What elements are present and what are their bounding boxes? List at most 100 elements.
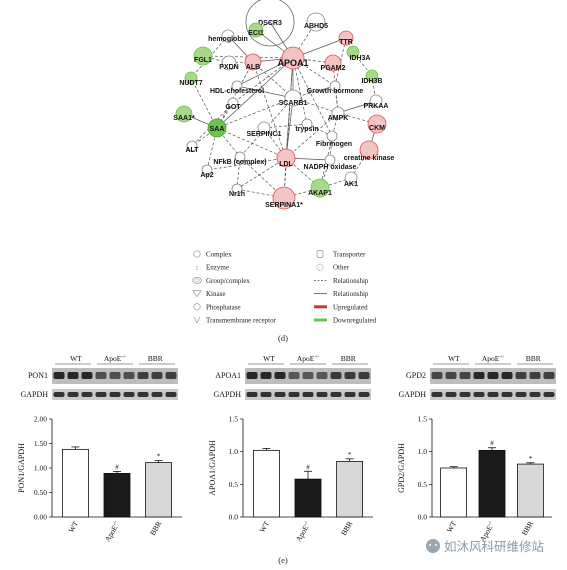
significance-mark: * (529, 455, 533, 463)
legend-left-label: Group/complex (206, 277, 250, 285)
node-label: PGAM2 (321, 65, 346, 72)
node-ttr: TTR (338, 30, 354, 46)
blot-protein-label: APOA1 (215, 371, 241, 380)
node-shape (231, 183, 243, 195)
node-label: TTR (339, 39, 353, 46)
network-edge (285, 97, 294, 159)
node-label: AK1 (344, 181, 358, 188)
complex-node-shape (245, 0, 295, 47)
network-edge (292, 57, 333, 137)
blot-protein-label: PON1 (28, 371, 48, 380)
node-pgam2: PGAM2 (321, 54, 346, 72)
node-serpinc1: SERPINC1 (246, 121, 282, 138)
bar-apoe (478, 449, 506, 518)
node-label: HDL-cholesterol (210, 88, 264, 95)
legend-right-label: Relationship (333, 290, 369, 298)
network-edge (263, 123, 308, 129)
node-label: FGL1 (194, 57, 212, 64)
network-edge (319, 112, 339, 189)
blot-loading-label: GAPDH (20, 390, 48, 399)
network-edge (285, 112, 339, 159)
node-shape (193, 46, 213, 66)
network-edge (337, 112, 378, 125)
panel-label-e: (e) (278, 555, 288, 565)
node-nadph-oxidase: NADPH oxidase (304, 154, 357, 171)
phosphatase-icon (193, 303, 201, 311)
node-dscr3: DSCR3 (245, 0, 295, 47)
node-label: LDL (279, 161, 293, 168)
node-serpina1: SERPINA1* (265, 186, 303, 210)
node-shape (186, 140, 198, 152)
network-edge (216, 61, 254, 129)
x-tick-label: WT (258, 519, 272, 534)
blot-protein-label: GPD2 (406, 371, 426, 380)
node-hemoglobin: hemoglobin (208, 29, 248, 43)
node-nudt7: NUDT7 (179, 71, 203, 87)
node-ak1: AK1 (344, 171, 358, 188)
group-label: ApoE-/- (104, 354, 127, 363)
node-shape (234, 151, 246, 163)
node-label: creatine kinase (344, 155, 395, 162)
other-icon (316, 263, 324, 271)
network-edge (252, 61, 287, 159)
x-tick-label: BBR (339, 520, 354, 538)
node-fgl1: FGL1 (193, 46, 213, 66)
network-edge (216, 57, 294, 129)
bar-chart-pon1-gapdh: 0.000.501.001.502.00PON1/GAPDHWT#ApoE-/-… (17, 415, 182, 543)
y-tick-label: 0.00 (34, 513, 47, 522)
legend-right-label: Downregulated (333, 317, 377, 325)
node-label: ALT (185, 147, 199, 154)
y-tick-label: 0.5 (418, 480, 428, 489)
significance-mark: # (306, 463, 310, 471)
group-label: WT (70, 354, 82, 363)
node-scarb1: SCARB1 (279, 89, 308, 107)
network-edge (239, 97, 294, 158)
legend-left-label: Enzyme (206, 264, 229, 272)
panel-label-d: (d) (278, 333, 288, 343)
x-tick-label: WT (445, 519, 459, 534)
network-edge (190, 77, 218, 129)
node-eci1: ECI1 (248, 22, 264, 38)
network-edge (255, 21, 271, 31)
y-axis-label: GPD2/GAPDH (397, 443, 406, 493)
x-tick-label: WT (67, 519, 81, 534)
legend: Complex↕EnzymeGroup/complexKinasePhospha… (192, 250, 377, 325)
node-apoa1: APOA1 (277, 46, 309, 70)
transmembrane-receptor-icon (193, 316, 201, 324)
y-tick-label: 1.0 (418, 447, 428, 456)
group-label: ApoE-/- (297, 354, 320, 363)
node-ldl: LDL (276, 148, 296, 168)
bar-bbr (336, 461, 364, 518)
node-label: GOT (225, 104, 241, 111)
group-label: BBR (341, 354, 356, 363)
node-shape (207, 118, 227, 138)
group-label: ApoE-/- (482, 354, 505, 363)
node-got: GOT (225, 97, 241, 111)
y-tick-label: 1.0 (229, 447, 239, 456)
node-label: SCARB1 (279, 100, 308, 107)
node-shape (227, 97, 239, 109)
node-shape (367, 114, 387, 134)
y-tick-label: 0.5 (229, 480, 239, 489)
node-shape (221, 29, 235, 43)
node-shape (281, 46, 305, 70)
node-shape (276, 148, 296, 168)
node-label: PRKAA (364, 103, 389, 110)
y-tick-label: 0.50 (34, 488, 47, 497)
node-hdl-cholesterol: HDL-cholesterol (210, 80, 264, 95)
bar-charts: 0.000.501.001.502.00PON1/GAPDHWT#ApoE-/-… (17, 415, 552, 543)
node-shape (359, 140, 379, 160)
legend-left-label: Phosphatase (206, 303, 241, 311)
bar-apoe (103, 472, 131, 518)
node-label: NADPH oxidase (304, 164, 357, 171)
node-label: trypsin (295, 126, 318, 133)
kinase-icon (192, 290, 202, 298)
node-shape (221, 55, 237, 71)
node-label: IDH3B (361, 78, 382, 85)
